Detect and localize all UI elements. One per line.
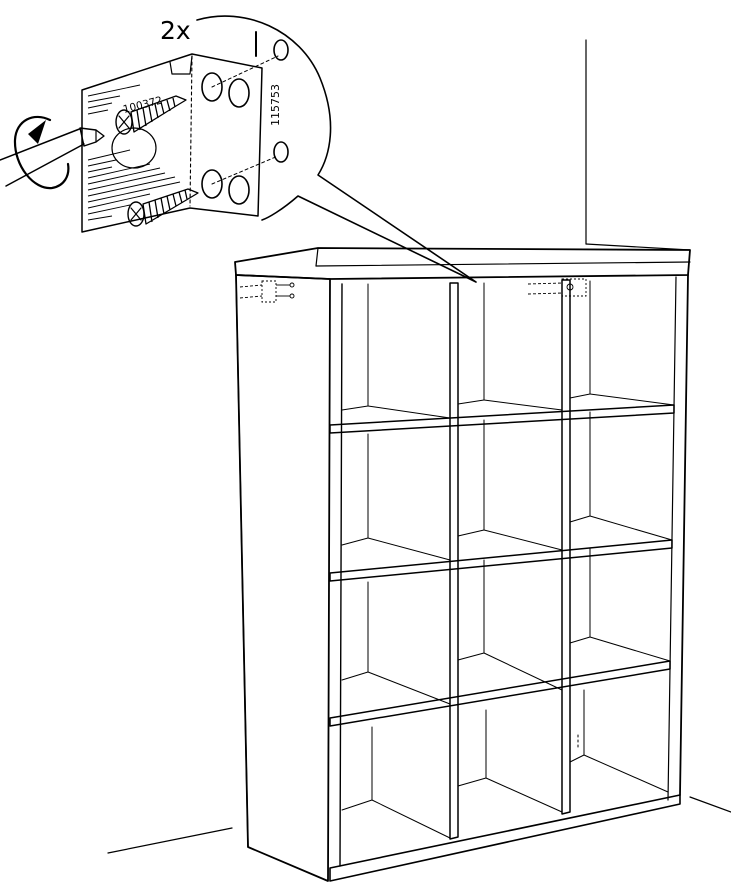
- screw-icon: [115, 95, 187, 135]
- wall-bracket-icon: [81, 53, 263, 233]
- screwdriver-icon: [0, 127, 105, 187]
- bracket-position-marks: [239, 278, 587, 303]
- shelf-unit: [234, 247, 691, 882]
- room-lines: [107, 39, 731, 854]
- callout-bubble: [196, 15, 477, 283]
- screw-icon: [127, 188, 199, 227]
- bracket-holes: [201, 72, 250, 205]
- wall-holes: [211, 31, 289, 185]
- clockwise-rotation-icon: [13, 115, 70, 190]
- screw-code: 115753: [269, 84, 282, 126]
- quantity-label: 2x: [160, 16, 191, 45]
